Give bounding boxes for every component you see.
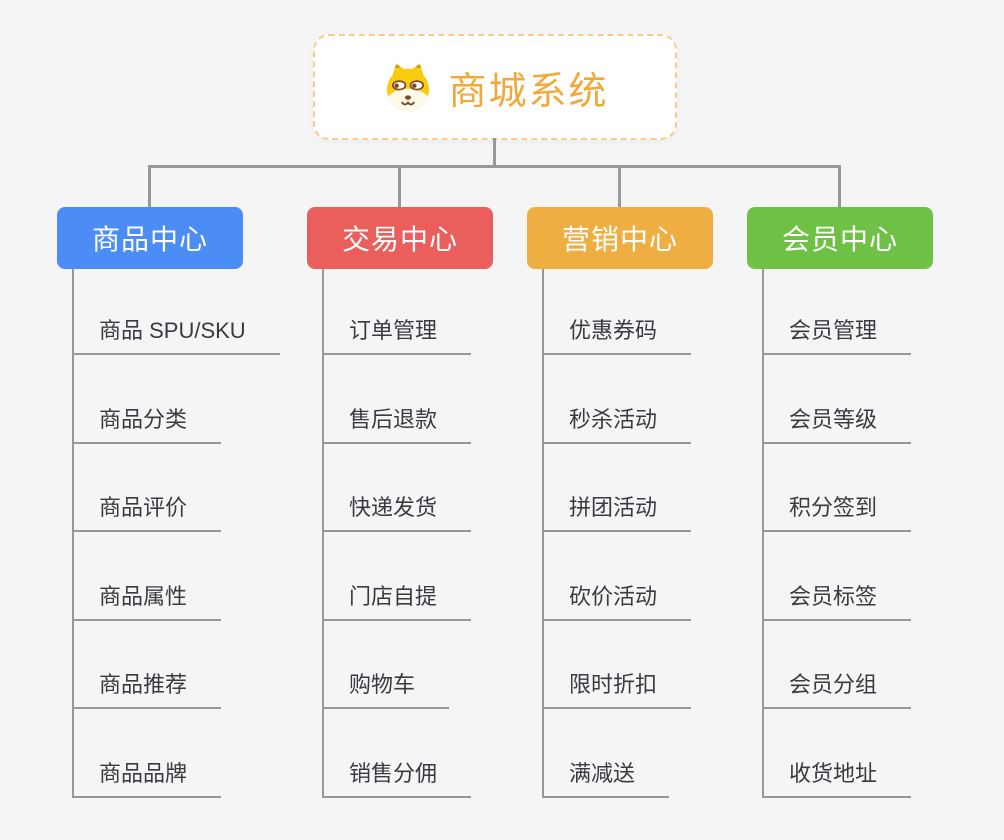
leaf-node[interactable]: 快递发货 — [324, 444, 472, 533]
leaf-node[interactable]: 会员分组 — [764, 621, 912, 710]
branch-box-2[interactable]: 营销中心 — [527, 207, 713, 269]
leaf-node[interactable]: 商品属性 — [74, 532, 222, 621]
shiba-dog-icon — [381, 60, 435, 114]
leaf-node[interactable]: 拼团活动 — [544, 444, 692, 533]
root-title: 商城系统 — [448, 70, 609, 113]
connector-drop-1 — [398, 165, 401, 207]
branch-box-3[interactable]: 会员中心 — [747, 207, 933, 269]
branch-column-1: 订单管理售后退款快递发货门店自提购物车销售分佣 — [322, 269, 472, 798]
connector-root-stub — [493, 138, 496, 167]
leaf-node[interactable]: 商品评价 — [74, 444, 222, 533]
leaf-node[interactable]: 商品 SPU/SKU — [74, 269, 280, 355]
leaf-node[interactable]: 商品推荐 — [74, 621, 222, 710]
leaf-node[interactable]: 购物车 — [324, 621, 450, 710]
leaf-node[interactable]: 销售分佣 — [324, 709, 472, 798]
leaf-node[interactable]: 商品分类 — [74, 355, 222, 444]
leaf-node[interactable]: 商品品牌 — [74, 709, 222, 798]
leaf-node[interactable]: 会员管理 — [764, 269, 912, 355]
leaf-node[interactable]: 售后退款 — [324, 355, 472, 444]
leaf-node[interactable]: 会员等级 — [764, 355, 912, 444]
root-node[interactable]: 商城系统 — [313, 34, 677, 140]
branch-column-3: 会员管理会员等级积分签到会员标签会员分组收货地址 — [762, 269, 912, 798]
leaf-node[interactable]: 砍价活动 — [544, 532, 692, 621]
connector-drop-0 — [148, 165, 151, 207]
branch-box-1[interactable]: 交易中心 — [307, 207, 493, 269]
connector-horizontal-rail — [148, 165, 841, 168]
leaf-node[interactable]: 订单管理 — [324, 269, 472, 355]
leaf-node[interactable]: 积分签到 — [764, 444, 912, 533]
branch-column-2: 优惠券码秒杀活动拼团活动砍价活动限时折扣满减送 — [542, 269, 692, 798]
leaf-node[interactable]: 会员标签 — [764, 532, 912, 621]
leaf-node[interactable]: 满减送 — [544, 709, 670, 798]
connector-drop-3 — [838, 165, 841, 207]
branch-box-0[interactable]: 商品中心 — [57, 207, 243, 269]
leaf-node[interactable]: 优惠券码 — [544, 269, 692, 355]
connector-drop-2 — [618, 165, 621, 207]
leaf-node[interactable]: 秒杀活动 — [544, 355, 692, 444]
leaf-node[interactable]: 限时折扣 — [544, 621, 692, 710]
leaf-node[interactable]: 门店自提 — [324, 532, 472, 621]
leaf-node[interactable]: 收货地址 — [764, 709, 912, 798]
